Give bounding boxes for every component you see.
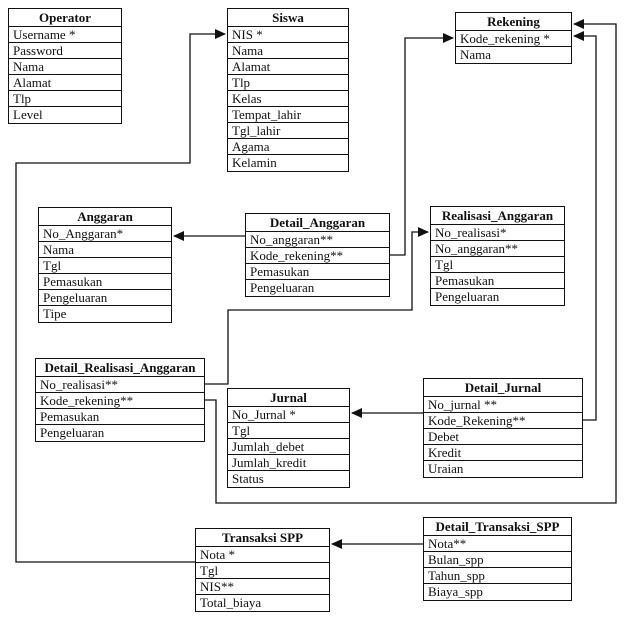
entity-field: Alamat — [9, 75, 121, 91]
entity-field: Pemasukan — [431, 273, 564, 289]
entity-title: Anggaran — [39, 208, 171, 226]
entity-field: Bulan_spp — [424, 552, 571, 568]
entity-field: Pemasukan — [36, 409, 204, 425]
entity-title: Detail_Anggaran — [246, 214, 389, 232]
entity-field: Pengeluaran — [39, 290, 171, 306]
entity-field: Pengeluaran — [40, 425, 105, 440]
entity-title: Operator — [9, 9, 121, 27]
entity-field: Kelas — [228, 91, 348, 107]
entity-field: No_anggaran** — [246, 232, 389, 248]
entity-field: Tipe — [43, 306, 67, 321]
entity-field: Tgl — [196, 563, 329, 579]
entity-field: No_realisasi** — [36, 377, 204, 393]
entity-field: Tempat_lahir — [228, 107, 348, 123]
entity-field: Agama — [228, 139, 348, 155]
entity-title: Detail_Transaksi_SPP — [424, 518, 571, 536]
entity-field: Tgl — [431, 257, 564, 273]
entity-field: Pemasukan — [39, 274, 171, 290]
entity-field: Username * — [9, 27, 121, 43]
entity-field: Kelamin — [232, 155, 277, 170]
entity-field: Kode_Rekening** — [424, 413, 582, 429]
entity-field: Nota** — [424, 536, 571, 552]
entity-field: No_Anggaran* — [39, 226, 171, 242]
entity-title: Detail_Realisasi_Anggaran — [36, 359, 204, 377]
entity-field: Nama — [39, 242, 171, 258]
entity-field: Password — [9, 43, 121, 59]
entity-field: No_jurnal ** — [424, 397, 582, 413]
entity-field: Nama — [9, 59, 121, 75]
entity-field: No_Jurnal * — [228, 407, 349, 423]
entity-field: Debet — [424, 429, 582, 445]
entity-field: NIS** — [196, 579, 329, 595]
entity-title: Siswa — [228, 9, 348, 27]
entity-field: Nama — [460, 47, 492, 62]
entity-field: Total_biaya — [200, 595, 262, 610]
entity-field: NIS * — [228, 27, 348, 43]
entity-field: Level — [13, 107, 43, 122]
entity-field: Biaya_spp — [428, 584, 483, 599]
connector-detail-jurnal-to-rekening — [573, 31, 597, 421]
entity-field: Kredit — [424, 445, 582, 461]
entity-title: Realisasi_Anggaran — [431, 207, 564, 225]
entity-field: Kode_rekening** — [36, 393, 204, 409]
entity-field: Jumlah_debet — [228, 439, 349, 455]
entity-title: Jurnal — [228, 389, 349, 407]
entity-field: Nama — [228, 43, 348, 59]
entity-field: Tlp — [228, 75, 348, 91]
entity-field: Pengeluaran — [435, 289, 500, 304]
entity-title: Rekening — [456, 13, 571, 31]
entity-title: Detail_Jurnal — [424, 379, 582, 397]
entity-title: Transaksi SPP — [196, 529, 329, 547]
entity-field: Kode_rekening * — [456, 31, 571, 47]
entity-field: Tgl_lahir — [228, 123, 348, 139]
entity-field: Tgl — [39, 258, 171, 274]
entity-field: Kode_rekening** — [246, 248, 389, 264]
entity-field: Alamat — [228, 59, 348, 75]
entity-field: Pemasukan — [246, 264, 389, 280]
entity-field: Status — [232, 471, 264, 486]
entity-field: Tlp — [9, 91, 121, 107]
entity-field: Nota * — [196, 547, 329, 563]
entity-field: Jumlah_kredit — [228, 455, 349, 471]
entity-field: Tahun_spp — [424, 568, 571, 584]
entity-field: No_anggaran** — [431, 241, 564, 257]
entity-field: Pengeluaran — [250, 280, 315, 295]
entity-field: Tgl — [228, 423, 349, 439]
entity-field: Uraian — [428, 461, 464, 476]
entity-field: No_realisasi* — [431, 225, 564, 241]
